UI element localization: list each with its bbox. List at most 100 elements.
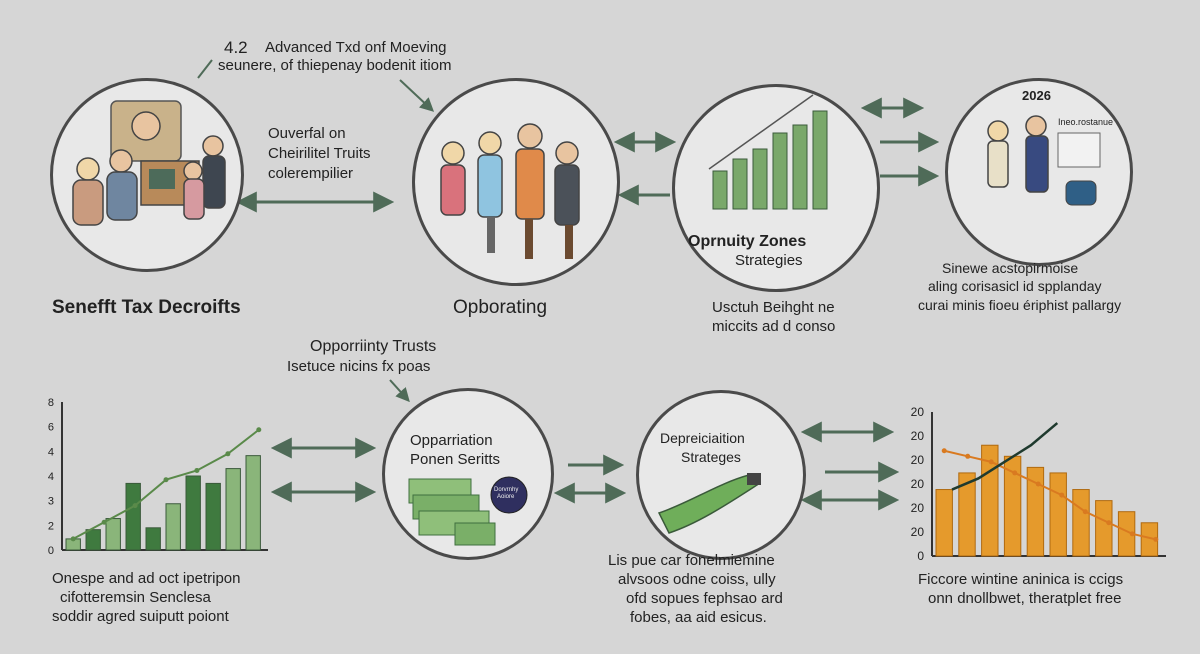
trend-point — [101, 519, 107, 525]
badge-text-2: Aoiore — [497, 494, 515, 500]
right-caption-line-1: Sinewe acstopirmoise — [942, 260, 1079, 276]
bar — [935, 489, 953, 557]
family-circle — [50, 78, 244, 272]
trend-point — [1059, 492, 1065, 498]
depreciation-caption-1: Lis pue car fonelmiemine — [608, 552, 775, 569]
bar — [165, 503, 181, 551]
family-illustration — [72, 100, 226, 226]
bar — [85, 529, 101, 551]
trusts-label-line-1: Opporriinty Trusts — [310, 338, 437, 355]
y-tick-label: 8 — [48, 397, 54, 409]
depreciation-illustration — [657, 473, 761, 534]
opparriation-title-2: Ponen Seritts — [410, 451, 501, 468]
y-tick-label: 4 — [48, 446, 54, 458]
right-bar-chart: 0 20 20 20 20 20 20 — [911, 405, 1166, 563]
bar — [1026, 466, 1045, 557]
trend-point — [225, 451, 231, 457]
bar — [958, 472, 976, 557]
zones-title: Oprnuity Zones — [688, 233, 807, 250]
left-chart-caption-1: Onespe and ad oct ipetripon — [52, 570, 241, 587]
bar — [205, 482, 221, 551]
year-label: 2026 — [1022, 88, 1051, 103]
left-chart-caption-3: soddir agred suiputt poiont — [52, 608, 229, 625]
note-number: 4.2 — [224, 38, 248, 57]
depreciation-caption-2: alvsoos odne coiss, ully — [618, 571, 776, 588]
depreciation-title: Depreiciaition — [660, 430, 745, 446]
trusts-label-line-2: Isetuce nicins fx poas — [287, 358, 431, 375]
rising-line — [951, 422, 1059, 491]
depreciation-subtitle: Strateges — [681, 449, 741, 465]
trend-point — [70, 536, 76, 542]
opparriation-circle — [382, 388, 554, 560]
right-chart-caption-1: Ficcore wintine aninica is ccigs — [918, 571, 1124, 588]
zones-note-line-2: miccits ad d conso — [712, 318, 836, 335]
y-tick-label: 0 — [917, 549, 924, 563]
bar — [1049, 472, 1067, 557]
note-line-1: Advanced Txd onf Moeving — [265, 39, 447, 56]
trend-point — [163, 477, 169, 483]
zones-note-line-1: Usctuh Beihght ne — [712, 299, 835, 316]
right-chart-caption-2: onn dnollbwet, theratplet free — [928, 590, 1122, 607]
sign-label: Ineo.rostanue — [1058, 117, 1114, 127]
y-tick-label: 20 — [911, 429, 925, 443]
left-caption: Senefft Tax Decroifts — [52, 297, 241, 318]
trend-point — [941, 448, 947, 454]
bar — [185, 475, 201, 551]
y-tick-label: 0 — [48, 545, 54, 557]
trend-point — [194, 467, 200, 473]
trend-point — [1153, 536, 1159, 542]
depreciation-caption-3: ofd sopues fephsao ard — [626, 590, 783, 607]
trend-point — [256, 427, 262, 433]
bar — [245, 455, 261, 551]
depreciation-caption-4: fobes, aa aid esicus. — [630, 609, 767, 626]
y-tick-label: 6 — [48, 422, 54, 434]
bar — [125, 482, 141, 551]
y-tick-label: 20 — [911, 453, 925, 467]
bar — [145, 527, 161, 551]
arrow-note-pointer-left — [197, 59, 213, 79]
y-tick-label: 20 — [911, 501, 925, 515]
zones-bar-illustration — [708, 94, 828, 210]
side-text-line-3: colerempilier — [268, 165, 354, 182]
y-tick-label: 20 — [911, 477, 925, 491]
trend-point — [965, 453, 971, 459]
note-line-2: seunere, of thiepenay bodenit itiom — [218, 57, 452, 74]
team-circle — [412, 78, 620, 286]
trend-point — [988, 459, 994, 465]
zones-circle — [672, 84, 880, 292]
right-caption-line-2: aling corisasicl id spplanday — [928, 278, 1102, 294]
y-tick-label: 4 — [48, 471, 54, 483]
left-bar-chart: 0 2 3 4 4 6 8 — [48, 397, 268, 557]
presentation-illustration — [987, 115, 1101, 206]
left-chart-caption-2: cifotteremsin Senclesa — [60, 589, 211, 606]
depreciation-circle — [636, 390, 806, 560]
badge-text-1: Dorvrnhy — [494, 487, 519, 493]
zones-subtitle: Strategies — [735, 252, 803, 269]
side-text-line-2: Cheirilitel Truits — [268, 145, 371, 162]
team-illustration — [440, 123, 580, 259]
y-tick-label: 3 — [48, 496, 54, 508]
trend-point — [1012, 470, 1018, 476]
y-tick-label: 20 — [911, 525, 925, 539]
presentation-circle — [945, 78, 1133, 266]
bar — [1095, 500, 1113, 557]
center-caption: Opborating — [453, 297, 548, 318]
right-caption-line-3: curai minis fioeu ériphist pallargy — [918, 297, 1122, 313]
bar — [225, 468, 241, 551]
trend-point — [132, 503, 138, 509]
arrow-note-pointer-right — [399, 79, 435, 112]
trend-point — [1082, 509, 1088, 515]
arrow-trusts-pointer — [389, 379, 410, 403]
y-tick-label: 20 — [911, 405, 925, 419]
trend-point — [1129, 531, 1135, 537]
side-text-line-1: Ouverfal on — [268, 125, 346, 142]
trend-point — [1106, 520, 1112, 526]
bar — [1072, 489, 1090, 557]
trend-point — [1035, 481, 1041, 487]
opparriation-title-1: Opparriation — [410, 432, 493, 449]
money-illustration — [408, 476, 528, 546]
bar — [105, 518, 121, 551]
trend-line — [943, 449, 1157, 541]
y-tick-label: 2 — [48, 520, 54, 532]
